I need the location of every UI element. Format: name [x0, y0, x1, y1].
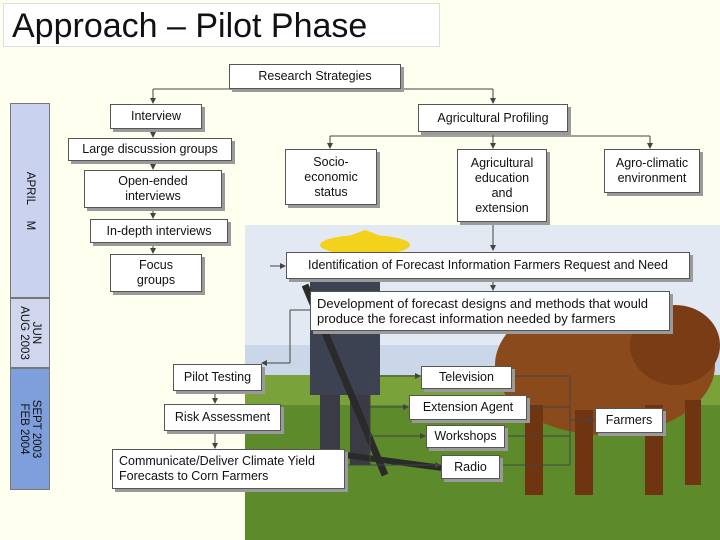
pilot-testing-box: Pilot Testing: [173, 364, 262, 391]
timeline-jun-aug: JUN AUG 2003: [10, 298, 50, 368]
extension-agent-box: Extension Agent: [409, 395, 527, 420]
communicate-box: Communicate/Deliver Climate Yield Foreca…: [112, 449, 345, 489]
large-discussion-groups-box: Large discussion groups: [68, 138, 232, 161]
agro-climatic-environment-box: Agro-climatic environment: [604, 149, 700, 193]
interview-box: Interview: [110, 104, 202, 129]
radio-box: Radio: [441, 455, 500, 479]
focus-groups-box: Focus groups: [110, 254, 202, 292]
timeline-sept-feb: SEPT 2003 FEB 2004: [10, 368, 50, 490]
development-box: Development of forecast designs and meth…: [310, 291, 670, 331]
workshops-box: Workshops: [426, 425, 505, 448]
agricultural-profiling-box: Agricultural Profiling: [418, 104, 568, 132]
agricultural-education-box: Agricultural education and extension: [457, 149, 547, 222]
television-box: Television: [421, 366, 512, 389]
farmers-box: Farmers: [595, 408, 663, 433]
research-strategies-box: Research Strategies: [229, 64, 401, 89]
open-ended-interviews-box: Open-ended interviews: [84, 170, 222, 208]
risk-assessment-box: Risk Assessment: [164, 404, 281, 431]
socio-economic-status-box: Socio-economic status: [285, 149, 377, 205]
slide-title: Approach – Pilot Phase: [3, 3, 440, 47]
timeline-april: APRIL M: [10, 103, 50, 298]
identification-box: Identification of Forecast Information F…: [286, 252, 690, 279]
in-depth-interviews-box: In-depth interviews: [90, 219, 228, 243]
